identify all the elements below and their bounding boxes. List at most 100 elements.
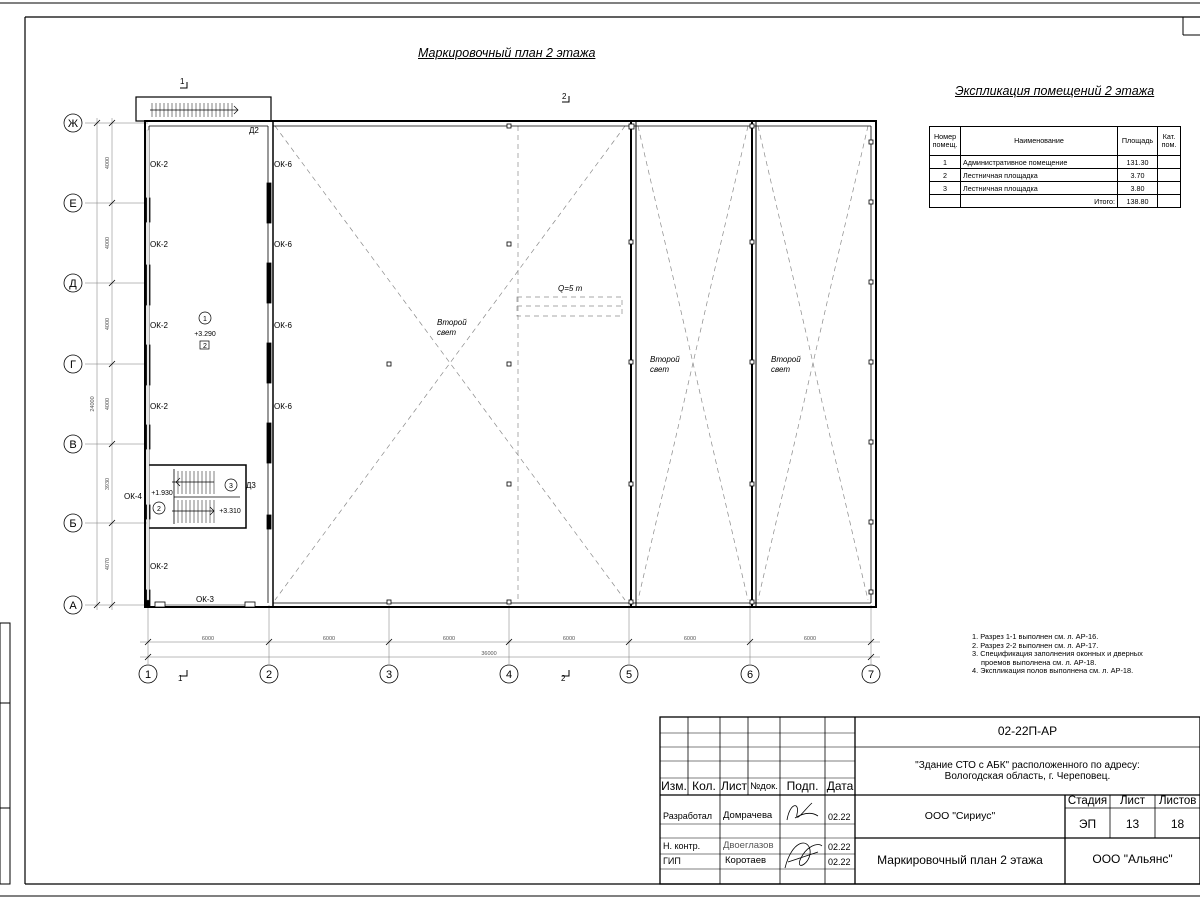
axis-label: 2 <box>266 669 272 681</box>
stage-value: ЭП <box>1078 817 1097 831</box>
cell-empty <box>929 194 961 208</box>
room-floor: 2 <box>203 343 207 350</box>
dim-label: 6000 <box>563 636 575 642</box>
axis-label: 7 <box>868 669 874 681</box>
note-item: 4. Экспликация полов выполнена см. л. АР… <box>972 666 1134 676</box>
window-label: ОК-6 <box>274 402 293 411</box>
cell-num: 1 <box>929 155 961 169</box>
explication-table: Номер помещ. Наименование Площадь Кат. п… <box>929 126 1181 208</box>
room-level: +3.290 <box>194 331 216 338</box>
row-dimensions: 4000 4000 4000 4000 3930 4070 24000 <box>90 157 111 570</box>
door-label: Д3 <box>246 481 256 490</box>
note-item: проемов выполнена см. л. АР-18. <box>981 657 1097 667</box>
axis-label: 4 <box>506 669 512 681</box>
section-label: 2 <box>561 674 566 683</box>
role-gip: ГИП <box>663 856 681 866</box>
company-client: ООО "Альянс" <box>1092 852 1173 866</box>
room-level: +3.310 <box>219 508 241 515</box>
table-row: 3 Лестничная площадка 3.80 <box>929 181 1181 195</box>
stair-treads <box>150 103 238 523</box>
axis-label: Е <box>69 198 76 210</box>
axis-label: В <box>69 439 76 451</box>
axis-label: Б <box>69 518 76 530</box>
note-item: 3. Спецификация заполнения оконных и две… <box>972 649 1143 659</box>
hdr-ndok: №док. <box>750 781 778 792</box>
room-markers <box>152 311 238 515</box>
dim-label: 6000 <box>804 636 816 642</box>
note-item: 1. Разрез 1-1 выполнен см. л. АР-16. <box>972 632 1099 641</box>
axis-label: 1 <box>145 669 151 681</box>
window-label: ОК-2 <box>150 160 169 169</box>
cell-name: Лестничная площадка <box>960 168 1118 182</box>
stair-arrows <box>175 105 239 516</box>
col-dimensions: 6000 6000 6000 6000 6000 6000 36000 <box>202 636 816 657</box>
room-labels: 1 +3.290 2 2 +1.930 3 +3.310 <box>151 316 241 515</box>
project-line1: "Здание СТО с АБК" расположенного по адр… <box>915 760 1140 771</box>
signature-icon <box>784 802 823 869</box>
axis-label: Г <box>70 359 76 371</box>
window-label: ОК-3 <box>196 595 215 604</box>
axis-label: 5 <box>626 669 632 681</box>
name-developer: Домрачева <box>723 810 773 821</box>
light-label: свет <box>771 365 790 374</box>
dim-label: 4070 <box>105 558 111 570</box>
cell-num: 2 <box>929 168 961 182</box>
date-norm-control: 02.22 <box>828 842 851 852</box>
cell-cat <box>1157 181 1181 195</box>
name-gip: Коротаев <box>725 855 767 866</box>
light-label: свет <box>437 328 456 337</box>
section-marks <box>180 82 570 677</box>
dim-label: 4000 <box>105 318 111 330</box>
explication-title: Экспликация помещений 2 этажа <box>955 84 1155 98</box>
stage-label: Стадия <box>1067 795 1108 807</box>
dim-label: 6000 <box>684 636 696 642</box>
room-level: +1.930 <box>151 490 173 497</box>
light-label: Второй <box>437 318 467 327</box>
sheet-label: Лист <box>1120 795 1145 807</box>
note-item: 2. Разрез 2-2 выполнен см. л. АР-17. <box>972 640 1099 650</box>
row-axis-bubbles <box>63 113 83 615</box>
project-code: 02-22П-АР <box>997 724 1058 738</box>
cell-area: 3.70 <box>1117 168 1158 182</box>
cell-area: 131.30 <box>1117 155 1158 169</box>
window-labels: ОК-2 ОК-2 ОК-2 ОК-2 ОК-2 ОК-6 ОК-6 ОК-6 … <box>124 126 293 604</box>
light-label: Второй <box>771 355 801 364</box>
th-cat: Кат. пом. <box>1157 126 1181 156</box>
cell-cat <box>1157 168 1181 182</box>
sheet-title: Маркировочный план 2 этажа <box>877 853 1043 867</box>
table-total-row: Итого: 138.80 <box>929 194 1181 208</box>
dim-total: 24000 <box>90 396 96 411</box>
axis-label: 3 <box>386 669 392 681</box>
axis-label: 6 <box>747 669 753 681</box>
dim-label: 6000 <box>202 636 214 642</box>
table-row: 1 Административное помещение 131.30 <box>929 155 1181 169</box>
hdr-data: Дата <box>826 779 854 793</box>
axis-label: Д <box>69 278 77 290</box>
col-axis-labels: 1 2 3 4 5 6 7 <box>145 669 874 681</box>
plan-title: Маркировочный план 2 этажа <box>418 46 596 60</box>
section-labels: 1 1 2 2 <box>178 77 567 683</box>
window-label: ОК-2 <box>150 402 169 411</box>
role-norm-control: Н. контр. <box>663 841 701 851</box>
room-number: 1 <box>203 316 207 323</box>
walls <box>135 96 877 608</box>
wall-openings <box>145 123 874 608</box>
door-label: Д2 <box>249 126 259 135</box>
notes-list: 1. Разрез 1-1 выполнен см. л. АР-16. 2. … <box>972 632 1143 676</box>
room-number: 3 <box>229 483 233 490</box>
light-label: свет <box>650 365 669 374</box>
window-label: ОК-6 <box>274 240 293 249</box>
dim-ticks <box>93 119 875 661</box>
dim-label: 6000 <box>443 636 455 642</box>
cell-name: Административное помещение <box>960 155 1118 169</box>
window-label: ОК-4 <box>124 492 143 501</box>
dim-label: 6000 <box>323 636 335 642</box>
dim-total: 36000 <box>481 651 496 657</box>
window-label: ОК-2 <box>150 321 169 330</box>
window-label: ОК-2 <box>150 562 169 571</box>
second-light-dashes <box>274 125 869 601</box>
hdr-list: Лист <box>720 779 748 793</box>
total-label: Итого: <box>960 194 1118 208</box>
